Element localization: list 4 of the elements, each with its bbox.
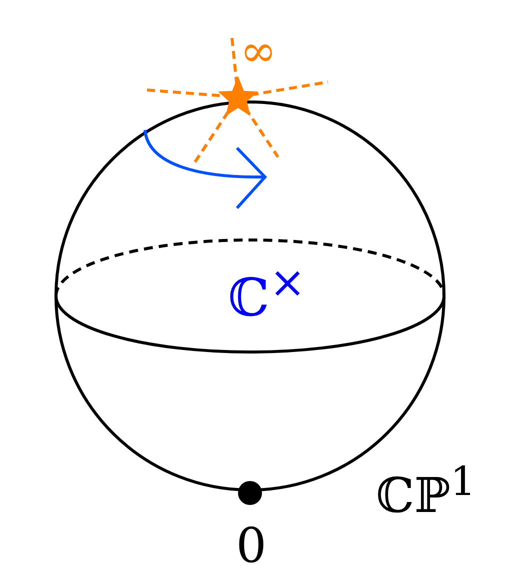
math-label: ℂℙ$^{1}$ xyxy=(376,462,476,520)
point-label: 0 xyxy=(236,522,267,570)
infinity-label: ∞ xyxy=(240,30,277,74)
math-label: ℂ$^{×}$ xyxy=(228,262,306,324)
